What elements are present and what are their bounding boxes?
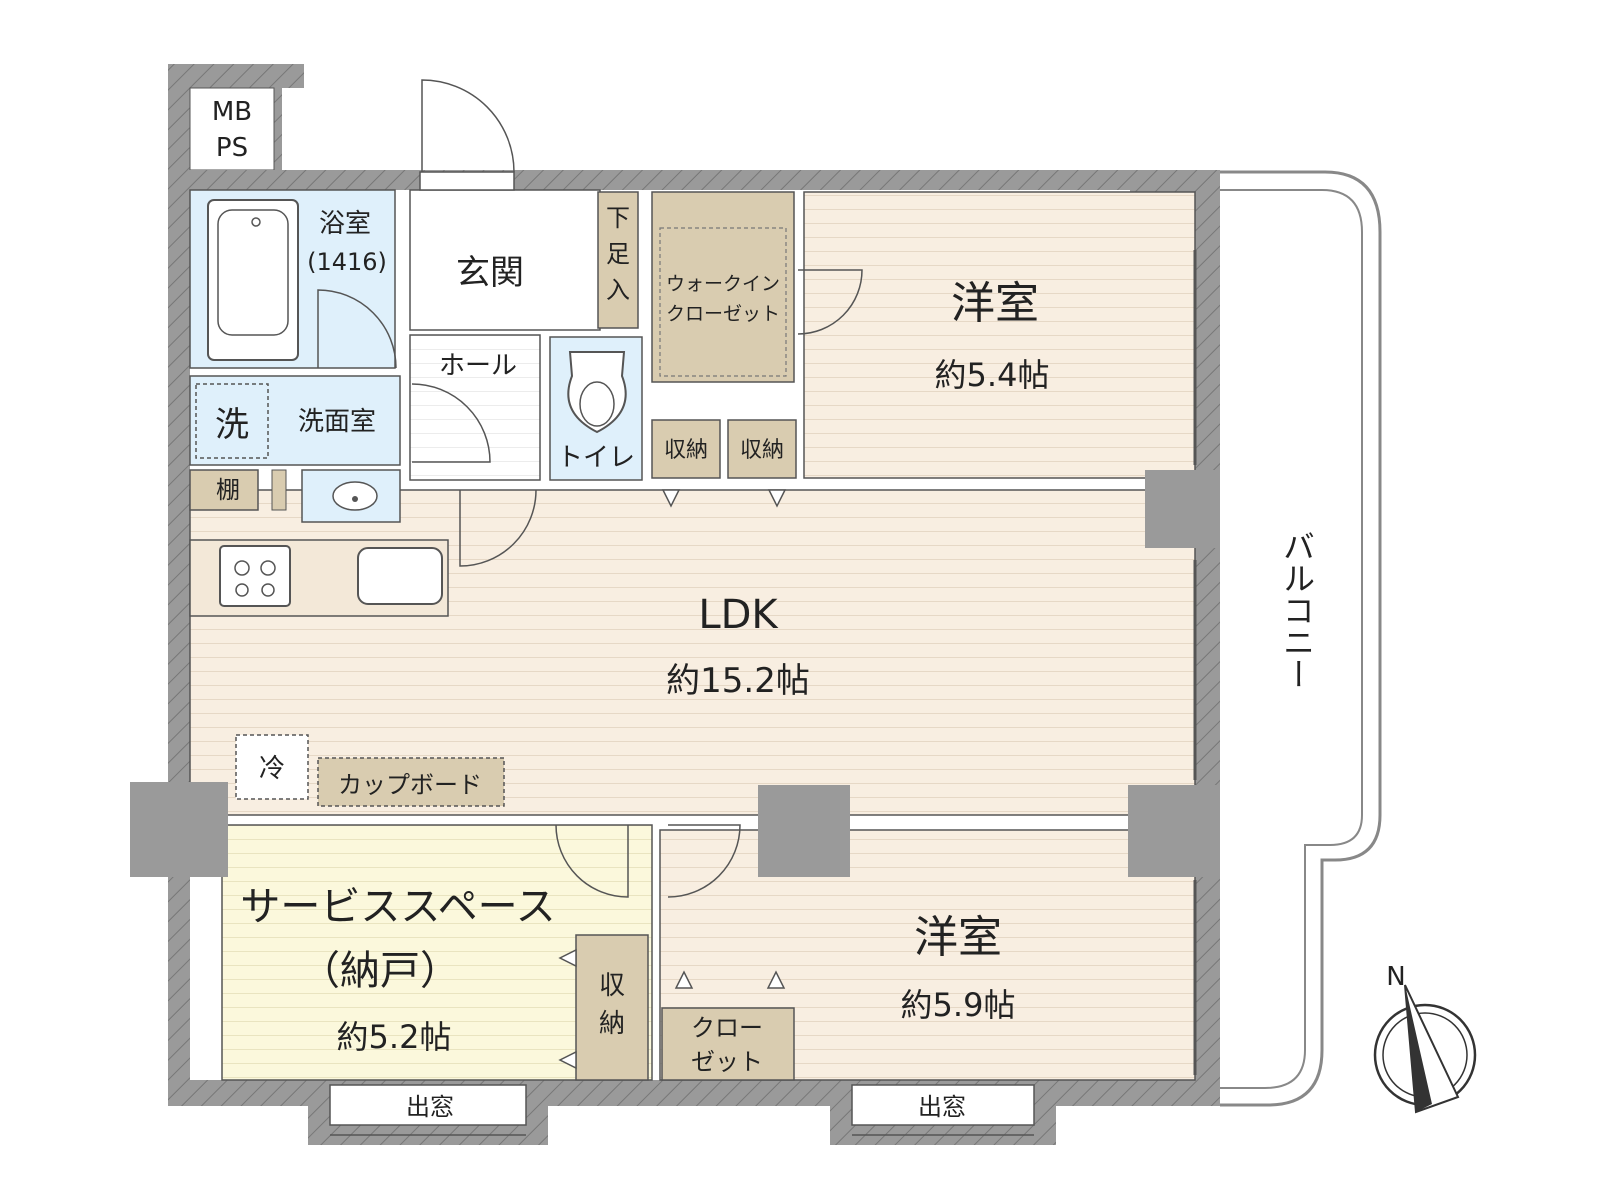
- washroom-label: 洗面室: [298, 407, 376, 437]
- column: [758, 785, 850, 877]
- fridge-label: 冷: [259, 754, 285, 784]
- bay-window-2-label: 出窓: [918, 1093, 966, 1121]
- storage-1-box: [651, 419, 721, 479]
- entrance-floor: [409, 189, 601, 331]
- bath-size-label: (1416): [307, 248, 387, 276]
- wic-floor: [651, 191, 795, 383]
- storage-1-label: 収納: [664, 438, 708, 463]
- entry-door: [421, 79, 515, 173]
- service-space-size: 約5.2帖: [337, 1018, 452, 1056]
- bath-label: 浴室: [319, 209, 371, 239]
- stove: [219, 545, 291, 607]
- wic-label-line2: クローゼット: [666, 303, 780, 325]
- shoe-closet-label-2: 足: [606, 240, 630, 268]
- entrance-label: 玄関: [456, 253, 524, 293]
- mbps-label-line1: MB: [212, 97, 252, 127]
- kitchen-sink: [357, 547, 443, 605]
- closet-box: [661, 1007, 795, 1081]
- cupboard-label: カップボード: [338, 771, 482, 799]
- column: [130, 782, 228, 877]
- cupboard-space: [317, 757, 505, 807]
- western-room-1-label: 洋室: [951, 278, 1039, 329]
- shelf-box: [189, 469, 259, 511]
- western-room-1-size: 約5.4帖: [935, 356, 1050, 394]
- toilet-label: トイレ: [557, 443, 635, 473]
- western-room-2-label: 洋室: [914, 912, 1002, 963]
- fridge-space: [235, 734, 309, 800]
- bathtub: [207, 199, 299, 361]
- wic-label-line1: ウォークイン: [666, 273, 780, 295]
- service-space-label-line2: （納戸）: [300, 948, 460, 994]
- north-compass-icon: [1373, 984, 1477, 1114]
- bay-window-1-label: 出窓: [406, 1093, 454, 1121]
- washer-space: [195, 383, 269, 459]
- mbps-label-line2: PS: [216, 133, 248, 163]
- closet-label-line2: ゼット: [691, 1048, 763, 1076]
- hall-label: ホール: [439, 351, 517, 381]
- north-label: N: [1386, 962, 1405, 992]
- washroom-floor: [189, 375, 401, 466]
- shelf-label: 棚: [216, 476, 240, 504]
- mbps-box: [189, 87, 275, 171]
- hall-floor: [409, 334, 541, 481]
- washer-label: 洗: [215, 405, 249, 445]
- shoe-closet-label-3: 入: [606, 276, 630, 304]
- balcony-outline: [1220, 170, 1382, 1107]
- shoe-closet-label-1: 下: [606, 204, 630, 232]
- closet-label-line1: クロー: [691, 1014, 763, 1042]
- storage-3-box: [575, 934, 649, 1081]
- service-space-label-line1: サービススペース: [240, 884, 555, 930]
- column: [1128, 785, 1220, 877]
- storage-3-label-bottom: 納: [599, 1009, 625, 1039]
- balcony-label: バルコニー: [1278, 530, 1316, 690]
- storage-2-box: [727, 419, 797, 479]
- storage-2-label: 収納: [740, 438, 784, 463]
- storage-3-label-top: 収: [599, 971, 625, 1001]
- ldk-size: 約15.2帖: [666, 661, 810, 701]
- western-room-2-size: 約5.9帖: [901, 986, 1016, 1024]
- column: [1145, 470, 1220, 548]
- western-room-1-floor: [803, 191, 1196, 479]
- shoe-closet: [597, 191, 639, 329]
- ldk-label: LDK: [698, 592, 779, 638]
- toilet-bowl: [567, 351, 627, 434]
